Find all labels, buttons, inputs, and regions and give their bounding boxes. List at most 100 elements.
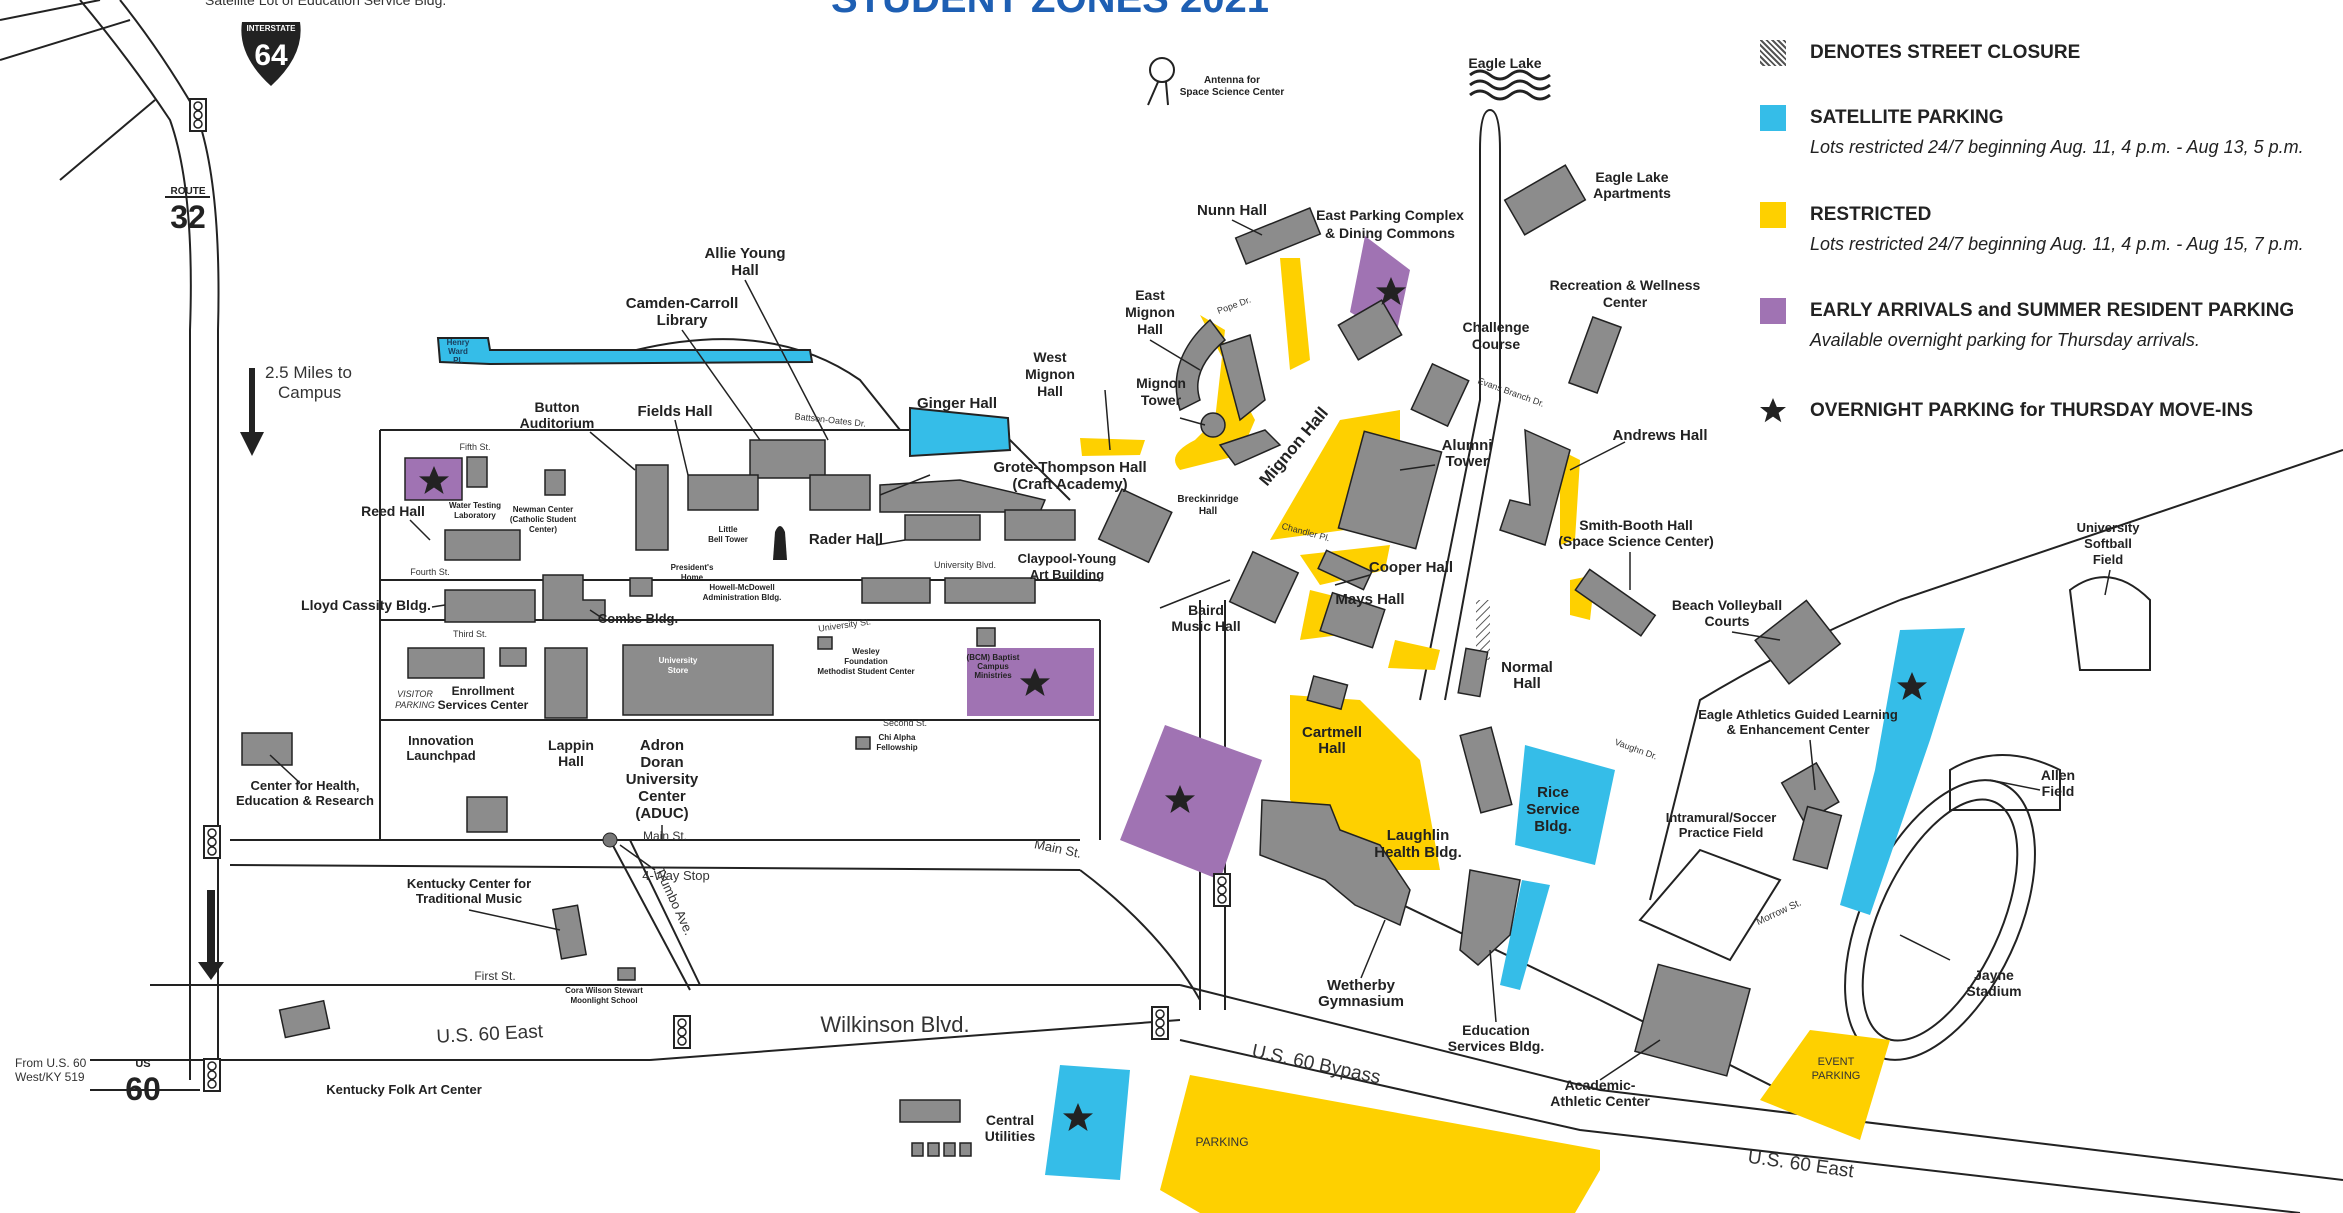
svg-text:Gymnasium: Gymnasium xyxy=(1318,993,1404,1010)
four-way-stop-marker xyxy=(602,832,618,848)
svg-text:University: University xyxy=(659,656,698,665)
svg-text:U.S. 60 East: U.S. 60 East xyxy=(1746,1147,1855,1183)
svg-text:Home: Home xyxy=(681,573,704,582)
zone-education-services xyxy=(1500,880,1550,990)
svg-text:Center: Center xyxy=(1603,294,1648,310)
svg-text:Store: Store xyxy=(668,666,689,675)
svg-text:(ADUC): (ADUC) xyxy=(635,805,688,822)
svg-text:Services Center: Services Center xyxy=(438,698,529,712)
svg-text:Innovation: Innovation xyxy=(408,733,474,748)
legend-restricted-note: Lots restricted 24/7 beginning Aug. 11, … xyxy=(1810,234,2304,254)
svg-text:First St.: First St. xyxy=(474,969,515,983)
svg-text:Art Building: Art Building xyxy=(1030,567,1104,582)
svg-text:Education & Research: Education & Research xyxy=(236,793,374,808)
svg-text:Vaughn Dr.: Vaughn Dr. xyxy=(1613,737,1658,762)
svg-text:Service: Service xyxy=(1526,801,1579,818)
svg-text:Music Hall: Music Hall xyxy=(1171,618,1240,634)
svg-text:Rader Hall: Rader Hall xyxy=(809,531,883,548)
svg-text:PARKING: PARKING xyxy=(1812,1070,1861,1082)
svg-text:Mays Hall: Mays Hall xyxy=(1335,591,1404,608)
svg-text:Recreation & Wellness: Recreation & Wellness xyxy=(1550,277,1701,293)
svg-text:Hall: Hall xyxy=(1037,383,1063,399)
svg-text:University Blvd.: University Blvd. xyxy=(934,560,996,570)
svg-text:Administration Bldg.: Administration Bldg. xyxy=(703,593,782,602)
restricted-swatch xyxy=(1760,202,1786,228)
svg-text:Ginger Hall: Ginger Hall xyxy=(917,395,997,412)
svg-text:Beach Volleyball: Beach Volleyball xyxy=(1672,597,1782,613)
svg-text:(Craft Academy): (Craft Academy) xyxy=(1012,476,1127,493)
svg-text:East Parking Complex: East Parking Complex xyxy=(1316,207,1464,223)
svg-text:Center: Center xyxy=(638,788,686,805)
traffic-signal-icon xyxy=(1213,873,1231,907)
svg-text:Mignon: Mignon xyxy=(1125,304,1175,320)
svg-text:& Dining Commons: & Dining Commons xyxy=(1325,225,1455,241)
svg-text:Services Bldg.: Services Bldg. xyxy=(1448,1038,1545,1054)
svg-text:Allen: Allen xyxy=(2041,767,2075,783)
zone-east-parking xyxy=(1280,258,1310,370)
antenna-label-1: Antenna for xyxy=(1204,75,1260,86)
svg-text:Challenge: Challenge xyxy=(1463,319,1530,335)
leader-lines xyxy=(269,219,2111,1081)
svg-text:Howell-McDowell: Howell-McDowell xyxy=(709,583,774,592)
buildings xyxy=(241,164,1843,1157)
svg-text:Education: Education xyxy=(1462,1022,1530,1038)
svg-text:Hall: Hall xyxy=(1513,675,1541,692)
svg-text:University: University xyxy=(626,771,699,788)
svg-text:Alumni: Alumni xyxy=(1442,437,1493,454)
svg-text:Practice Field: Practice Field xyxy=(1679,825,1764,840)
svg-text:& Enhancement Center: & Enhancement Center xyxy=(1726,722,1869,737)
svg-text:Smith-Booth Hall: Smith-Booth Hall xyxy=(1579,517,1693,533)
svg-text:60: 60 xyxy=(125,1071,161,1107)
svg-text:Eagle Athletics Guided Learnin: Eagle Athletics Guided Learning xyxy=(1698,707,1898,722)
legend-early-note: Available overnight parking for Thursday… xyxy=(1810,330,2200,350)
traffic-signal-icon xyxy=(673,1015,691,1049)
svg-text:Center): Center) xyxy=(529,525,557,534)
legend-satellite-note: Lots restricted 24/7 beginning Aug. 11, … xyxy=(1810,137,2304,157)
svg-text:Traditional Music: Traditional Music xyxy=(416,891,522,906)
svg-text:Cartmell: Cartmell xyxy=(1302,724,1362,741)
svg-text:Baird: Baird xyxy=(1188,602,1224,618)
zone-ginger-hall xyxy=(909,406,1012,458)
zone-henry-ward xyxy=(436,337,814,366)
zone-mignon-strip xyxy=(1175,315,1255,470)
svg-text:University: University xyxy=(2077,520,2141,535)
svg-text:Wilkinson Blvd.: Wilkinson Blvd. xyxy=(820,1012,969,1037)
svg-text:PARKING: PARKING xyxy=(1195,1135,1248,1149)
zone-central-utilities xyxy=(1045,1065,1130,1180)
svg-text:Wesley: Wesley xyxy=(852,647,880,656)
svg-text:Mignon: Mignon xyxy=(1136,375,1186,391)
svg-text:Field: Field xyxy=(2093,552,2123,567)
svg-text:Little: Little xyxy=(718,525,738,534)
svg-text:Camden-Carroll: Camden-Carroll xyxy=(626,295,739,312)
legend-satellite-label: SATELLITE PARKING xyxy=(1810,107,2004,128)
route-32-shield: ROUTE 32 xyxy=(165,186,210,235)
hatch-swatch-icon xyxy=(1760,40,1786,66)
svg-text:Course: Course xyxy=(1472,336,1520,352)
svg-text:Mignon: Mignon xyxy=(1025,366,1075,382)
legend-restricted-label: RESTRICTED xyxy=(1810,204,1932,225)
svg-text:Hall: Hall xyxy=(558,753,584,769)
zone-reed-early xyxy=(404,457,463,501)
svg-text:Hall: Hall xyxy=(1137,321,1163,337)
svg-text:Field: Field xyxy=(2042,783,2075,799)
satellite-swatch xyxy=(1760,105,1786,131)
svg-text:Andrews Hall: Andrews Hall xyxy=(1612,427,1707,444)
zone-softball-satellite xyxy=(1840,628,1965,915)
svg-text:Hall: Hall xyxy=(1318,740,1346,757)
svg-text:PARKING: PARKING xyxy=(395,700,435,710)
svg-text:Pope Dr.: Pope Dr. xyxy=(1216,294,1252,315)
svg-text:Foundation: Foundation xyxy=(844,657,888,666)
traffic-signal-icon xyxy=(203,1058,221,1092)
svg-text:Pl.: Pl. xyxy=(453,356,463,365)
map-title: STUDENT ZONES 2021 xyxy=(831,0,1269,21)
legend-early-label: EARLY ARRIVALS and SUMMER RESIDENT PARKI… xyxy=(1810,300,2295,321)
svg-text:Academic-: Academic- xyxy=(1565,1077,1636,1093)
svg-text:Stadium: Stadium xyxy=(1966,983,2021,999)
svg-text:Methodist Student Center: Methodist Student Center xyxy=(817,667,914,676)
legend-closure-label: DENOTES STREET CLOSURE xyxy=(1810,42,2081,63)
from-us60-2: West/KY 519 xyxy=(15,1070,85,1084)
svg-text:Main St.: Main St. xyxy=(643,829,687,843)
svg-text:(Space Science Center): (Space Science Center) xyxy=(1558,533,1714,549)
svg-text:Hall: Hall xyxy=(731,262,759,279)
